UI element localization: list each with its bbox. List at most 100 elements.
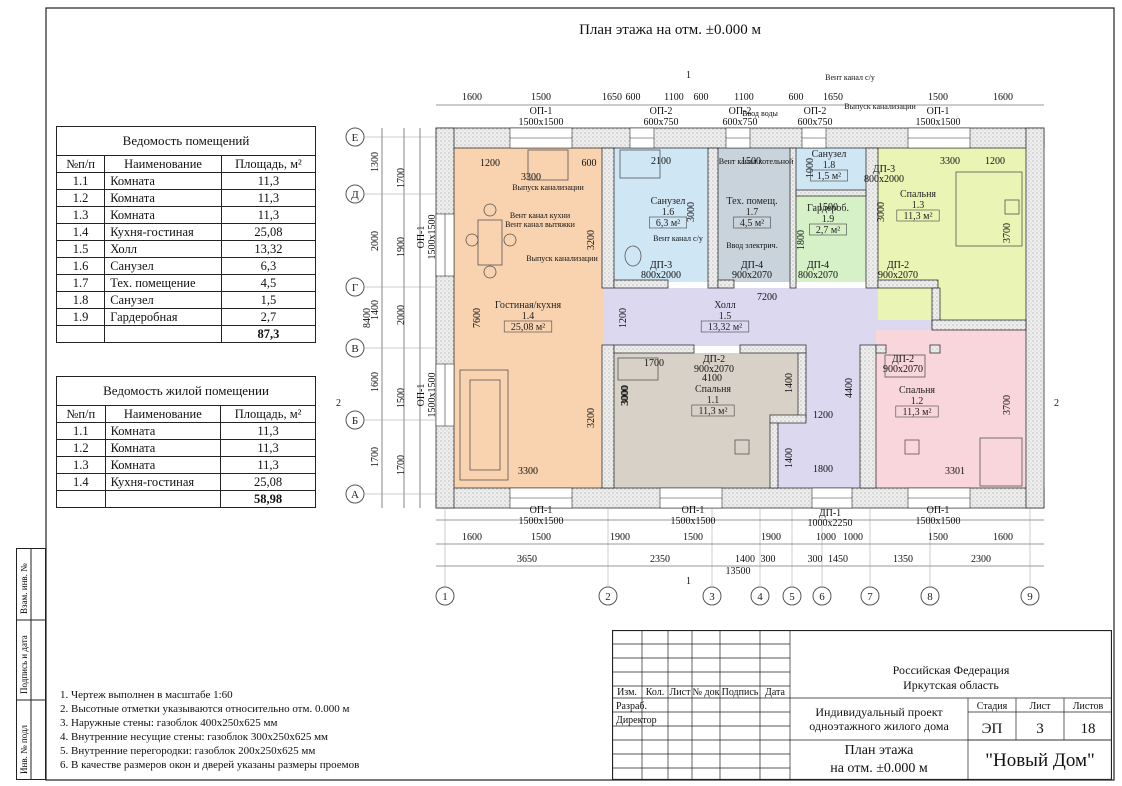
chair-icon <box>483 203 497 217</box>
dimension-text: 3650 <box>517 554 537 565</box>
dimension-text: 3700 <box>1002 395 1013 415</box>
section-mark: 2 <box>1054 398 1059 409</box>
chair-icon <box>1004 199 1020 215</box>
axis-label: Б <box>352 415 358 427</box>
stamp-drawing-line2: на отм. ±0.000 м <box>830 761 928 776</box>
dimension-text: 3000 <box>620 385 631 405</box>
door-label: ДП-2 <box>887 260 909 271</box>
living-total: 58,98 <box>220 490 316 508</box>
dimension-text: 1650 <box>823 92 843 103</box>
dimension-text: 1400 <box>784 373 795 393</box>
room-name: Санузел <box>651 196 686 207</box>
dimension-text: 600 <box>582 158 597 169</box>
drawing-title: План этажа на отм. ±0.000 м <box>579 22 761 38</box>
plan-note: Выпуск канализации <box>844 102 916 111</box>
door-size: 900х2070 <box>883 364 923 375</box>
plan-annotations: ОП-11500х1500ОП-2600х750ОП-2600х750ОП-26… <box>336 70 1059 587</box>
window-size: 600х750 <box>644 117 679 128</box>
room-area: 2,7 м² <box>816 225 840 236</box>
dimension-text: 1200 <box>618 308 629 328</box>
table-cell: Тех. помещение <box>104 274 222 292</box>
dimension-text: 1500 <box>531 92 551 103</box>
room-number: 1.5 <box>719 311 732 322</box>
table-cell: 11,3 <box>220 172 317 190</box>
wall-inner <box>931 319 1027 331</box>
door-size: 900х2070 <box>694 364 734 375</box>
room-name: Тех. помещ. <box>726 196 777 207</box>
door-size: 900х2070 <box>878 270 918 281</box>
dimension-text: 1800 <box>813 464 833 475</box>
room-fill <box>796 196 866 282</box>
room-area: 11,3 м² <box>904 211 933 222</box>
room-number: 1.1 <box>707 395 720 406</box>
dimension-text: 1900 <box>610 532 630 543</box>
toilet-icon <box>624 245 642 267</box>
side-stamp: Взам. инв. № Подпись и дата Инв. № подл <box>16 548 46 780</box>
dimension-text: 1650 <box>602 92 622 103</box>
dimension-lines <box>381 104 1044 567</box>
dimension-text: 3200 <box>586 408 597 428</box>
stamp-col-header: Изм. <box>617 687 637 698</box>
sofa-icon <box>459 369 509 481</box>
dimension-text: 1500 <box>928 92 948 103</box>
dimension-text: 600 <box>626 92 641 103</box>
dimension-text: 1900 <box>761 532 781 543</box>
col-header: Наименование <box>104 405 222 423</box>
dimension-text: 300 <box>761 554 776 565</box>
plan-note: Вент канал с/у <box>653 234 703 243</box>
window-size: 1500х1500 <box>671 516 716 527</box>
room-name: Гардероб. <box>807 203 849 214</box>
door-size: 800х2000 <box>641 270 681 281</box>
wall-inner <box>859 344 877 489</box>
stamp-company: "Новый Дом" <box>985 750 1095 771</box>
wall-inner <box>613 344 695 354</box>
stamp-project-line1: Индивидуальный проект <box>815 705 943 719</box>
table-cell: 1.3 <box>55 206 106 224</box>
room-fill <box>778 423 806 488</box>
door-label: ДП-2 <box>703 354 725 365</box>
window-label: ОП-1 <box>927 505 950 516</box>
window-size: 1500х1500 <box>519 516 564 527</box>
room-area-box <box>503 320 553 333</box>
stamp-col-header: Подпись <box>722 687 759 698</box>
note-line: 1. Чертеж выполнен в масштабе 1:60 <box>60 689 233 701</box>
room-number: 1.8 <box>823 160 836 171</box>
window-label: ОП-1 <box>682 505 705 516</box>
note-line: 2. Высотные отметки указываются относите… <box>60 703 350 715</box>
door-size: 1000х2250 <box>808 518 853 529</box>
room-number: 1.7 <box>746 207 759 218</box>
wall-inner <box>877 279 939 289</box>
stamp-drawing-line1: План этажа <box>845 743 914 758</box>
room-name: Спальня <box>899 385 935 396</box>
room-area-box <box>809 223 847 236</box>
dimension-text: 1600 <box>462 92 482 103</box>
room-area-box <box>649 216 687 229</box>
window-label: ОП-1 <box>416 384 427 407</box>
stamp-project-line2: одноэтажного жилого дома <box>809 719 949 733</box>
stamp-org-country: Российская Федерация <box>893 663 1010 677</box>
stamp-sheets: 18 <box>1081 721 1096 737</box>
table-cell: Кухня-гостиная <box>104 223 222 241</box>
sofa-seat-icon <box>469 379 501 471</box>
rooms-schedule-caption: Ведомость помещений <box>56 126 316 156</box>
room-fill <box>796 148 866 190</box>
wall-inner <box>717 279 735 289</box>
door-label: ДП-1 <box>819 508 841 519</box>
room-area: 4,5 м² <box>740 218 764 229</box>
dimension-text: 7200 <box>757 292 777 303</box>
dimension-text: 1200 <box>985 156 1005 167</box>
table-cell: 1.9 <box>55 308 106 326</box>
dimension-text: 3300 <box>940 156 960 167</box>
living-schedule-table: Ведомость жилой помещении №п/п Наименова… <box>56 376 316 508</box>
room-area: 25,08 м² <box>511 322 545 333</box>
dimension-text: 1600 <box>370 372 381 392</box>
dimension-text: 13500 <box>726 566 751 577</box>
table-cell: 11,3 <box>220 189 317 207</box>
col-header: Площадь, м² <box>220 155 317 173</box>
